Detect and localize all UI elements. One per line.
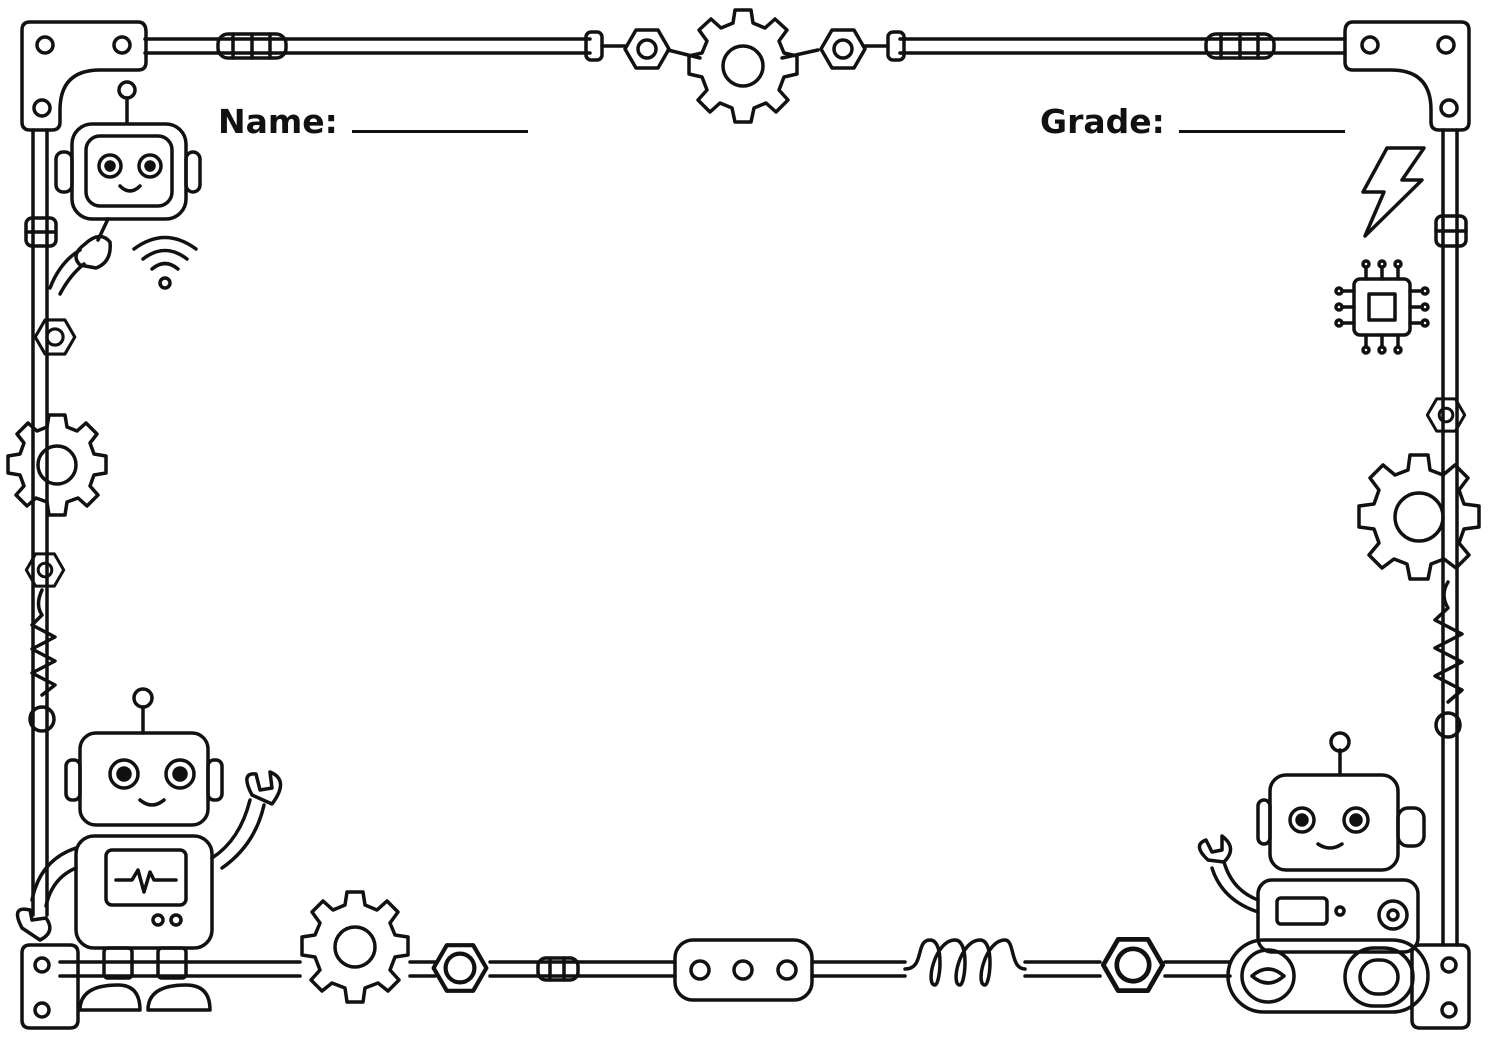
spring-icon — [903, 938, 1027, 987]
corner-plate-top-left — [20, 20, 148, 132]
grade-field: Grade: — [1040, 100, 1345, 141]
nut-icon — [1425, 397, 1467, 433]
gear-icon — [687, 8, 799, 124]
corner-plate-bottom-left — [20, 943, 80, 1030]
nut-icon — [1103, 939, 1162, 990]
nut-icon — [623, 28, 671, 70]
gear-icon — [1357, 453, 1481, 581]
corner-plate-top-right — [1343, 20, 1471, 132]
robot-icon — [48, 80, 202, 296]
grade-label: Grade: — [1040, 102, 1165, 141]
wifi-icon — [132, 235, 198, 290]
robot-icon — [1197, 731, 1430, 1014]
spring-icon — [28, 588, 57, 733]
name-blank[interactable] — [351, 100, 528, 133]
spring-icon — [1433, 580, 1464, 739]
lightning-icon — [1361, 146, 1426, 238]
nut-icon — [33, 318, 77, 356]
bottom-pipe — [58, 956, 1232, 982]
nut-icon — [434, 945, 487, 991]
nut-icon — [819, 28, 867, 70]
robot-icon — [15, 687, 283, 1012]
nut-icon — [24, 552, 66, 588]
gear-icon — [300, 890, 410, 1004]
left-pipe — [24, 128, 58, 917]
gear-icon — [6, 413, 108, 517]
connector-plate — [673, 938, 814, 1002]
right-pipe — [1434, 128, 1468, 947]
corner-plate-bottom-right — [1410, 943, 1471, 1030]
name-label: Name: — [218, 102, 338, 141]
name-field: Name: — [218, 100, 528, 141]
chip-icon — [1334, 259, 1430, 355]
grade-blank[interactable] — [1178, 100, 1345, 133]
top-pipe — [143, 30, 1347, 62]
